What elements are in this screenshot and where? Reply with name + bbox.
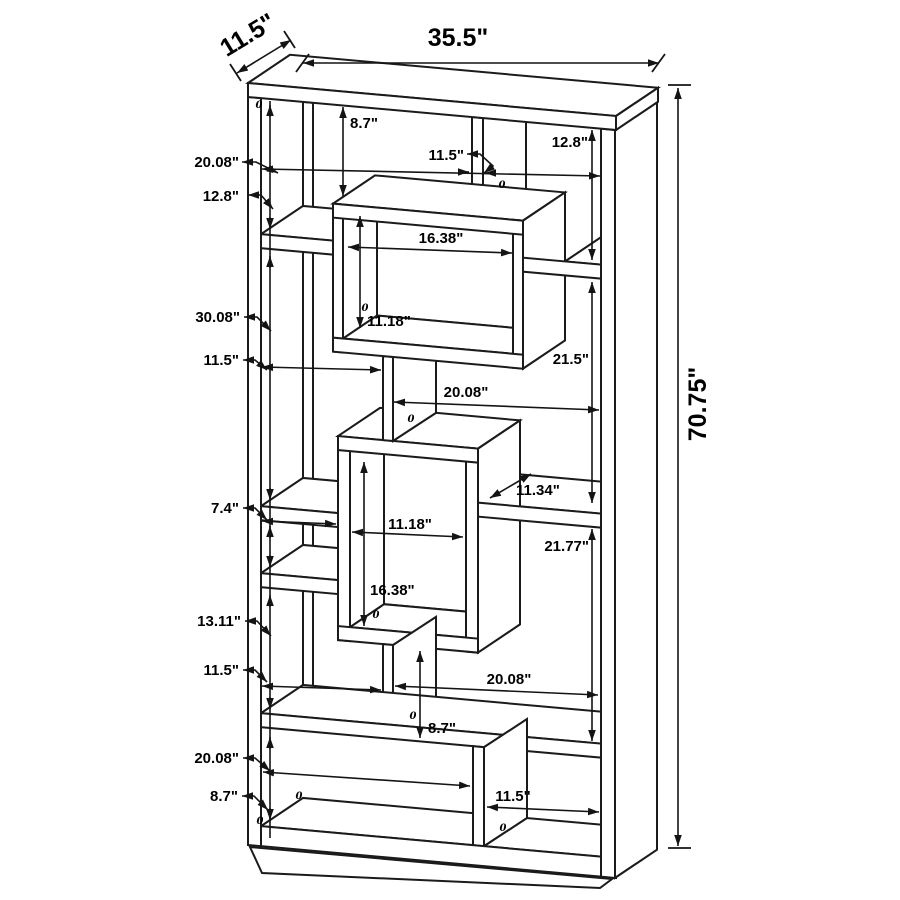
dim-width-tick-right <box>651 53 666 73</box>
leader-left-span-b <box>244 313 272 332</box>
dim-mid-left-width-line <box>261 363 382 374</box>
dim-right-height-b-label: 21.77" <box>544 538 589 555</box>
upper-center-divider <box>382 355 394 443</box>
dim-bottom-left-height-label: 8.7" <box>210 788 238 805</box>
dim-lower-left-width-line <box>261 682 382 694</box>
dim-top-right-height-label: 12.8" <box>552 134 588 151</box>
leader-mid-left-width <box>243 356 268 371</box>
dim-bottom-right-width-line <box>486 803 600 816</box>
leader-top-left-width <box>242 158 279 174</box>
dim-left-span-b-label: 30.08" <box>195 309 240 326</box>
dim-bottom-left-width-line <box>262 768 471 790</box>
zero-mark: 0 <box>500 823 507 834</box>
top-board <box>247 81 617 132</box>
plinth <box>248 845 615 890</box>
dim-height-label: 70.75" <box>684 367 712 441</box>
zero-mark: 0 <box>362 303 369 314</box>
zero-mark: 0 <box>373 610 380 621</box>
dim-lower-divider-height-label: 8.7" <box>428 720 456 737</box>
upper-box-right-wall <box>512 218 524 370</box>
dim-box2-height-label: 16.38" <box>370 582 415 599</box>
dim-box2-width-label: 11.18" <box>388 516 432 533</box>
left-panel <box>247 95 262 848</box>
dim-bottom-right-width-label: 11.5" <box>495 788 530 805</box>
leader-left-cell-c <box>245 617 272 637</box>
dim-left-cell-c-label: 13.11" <box>197 613 241 630</box>
right-panel-side-face <box>614 99 658 880</box>
dim-left-cell-a-label: 12.8" <box>203 188 239 205</box>
upper-box-left-wall <box>332 202 344 354</box>
zero-mark: 0 <box>408 414 415 425</box>
upper-box-right-face <box>522 190 566 371</box>
dim-right-height-a-label: 21.5" <box>553 351 589 368</box>
zero-mark: 0 <box>257 816 264 827</box>
upper-box-bottom-bar <box>332 336 524 370</box>
leader-bottom-left-height <box>242 792 269 811</box>
dim-mid-right-width-line <box>393 398 600 414</box>
bottom-divider <box>472 745 485 848</box>
dim-top-left-width-label: 20.08" <box>194 154 239 171</box>
dim-box2-width-line <box>351 528 464 541</box>
dim-lower-right-width-line <box>394 682 599 699</box>
dim-top-right-width-label: 11.5" <box>429 147 464 164</box>
dim-lower-right-width-label: 20.08" <box>487 671 532 688</box>
center-box-right-face <box>477 418 521 655</box>
leader-left-small-width <box>243 504 268 521</box>
dim-bottom-left-width-label: 20.08" <box>194 750 239 767</box>
zero-marks: 0 0 0 0 0 0 0 0 0 <box>256 100 507 834</box>
dim-box1-height-label: 11.18" <box>367 313 411 330</box>
dim-mid-left-width-label: 11.5" <box>204 352 239 369</box>
zero-mark: 0 <box>499 180 506 191</box>
dim-depth-tick-right <box>283 30 296 49</box>
dim-left-small-width-line <box>261 517 337 528</box>
dim-top-opening-height-label: 8.7" <box>350 115 378 132</box>
center-box-right-wall <box>465 446 479 654</box>
dim-left-small-width-label: 7.4" <box>211 500 239 517</box>
dim-box1-width-label: 16.38" <box>419 230 464 247</box>
dim-depth-line <box>236 39 292 74</box>
center-box-left-wall <box>337 434 351 643</box>
leader-left-cell-a <box>248 191 274 210</box>
dimension-lines <box>229 30 691 849</box>
zero-mark: 0 <box>296 791 303 802</box>
dim-lower-left-width-label: 11.5" <box>204 662 239 679</box>
center-box-top-bar <box>337 434 479 464</box>
upper-box <box>330 174 568 371</box>
dim-shelf-depth-line <box>489 473 532 499</box>
dim-top-row-line <box>261 165 601 180</box>
dim-width-label: 35.5" <box>428 24 489 52</box>
leader-lower-left-width <box>243 666 268 683</box>
dim-box1-width-line <box>347 243 513 257</box>
zero-mark: 0 <box>256 100 263 111</box>
dim-width-tick-left <box>295 53 310 73</box>
dim-mid-right-width-label: 20.08" <box>444 384 489 401</box>
zero-mark: 0 <box>410 711 417 722</box>
dim-shelf-depth-label: 11.34" <box>516 482 560 499</box>
dim-depth-label: 11.5" <box>215 8 280 62</box>
tall-left-divider <box>302 100 314 719</box>
leader-bottom-left-width <box>243 754 271 772</box>
dim-depth-tick-left <box>229 63 242 82</box>
leader-top-right-width <box>467 150 496 174</box>
right-panel <box>600 127 616 879</box>
